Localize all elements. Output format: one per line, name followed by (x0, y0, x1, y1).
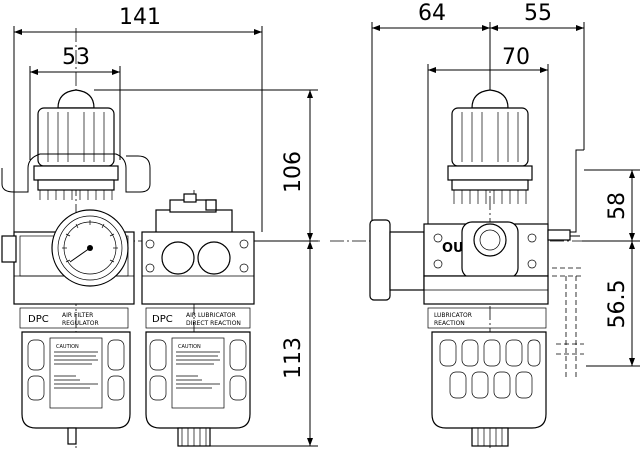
dim-55-text: 55 (524, 1, 552, 26)
filter-regulator-line2: REGULATOR (62, 320, 99, 327)
lubricator-line2: DIRECT REACTION (186, 320, 241, 327)
dim-113-text: 113 (281, 337, 306, 379)
gauge-needle (69, 247, 91, 263)
pressure-gauge (51, 209, 129, 287)
side-knob (447, 89, 533, 204)
arrow (112, 69, 120, 75)
lubricator-label: DPC AIR LUBRICATOR DIRECT REACTION (145, 307, 251, 329)
dim-70-text: 70 (502, 45, 530, 70)
knob-collar (33, 165, 119, 181)
lubricator-sight-left (161, 241, 195, 275)
dim-64-text: 64 (418, 1, 446, 26)
inlet-port (1, 235, 17, 263)
regulator-knob (33, 89, 119, 200)
side-lubricator-line1: LUBRICATOR (434, 312, 472, 319)
lubricator-bowl: CAUTION (145, 331, 251, 447)
dim-58-text: 58 (605, 192, 630, 220)
knob-cap (57, 89, 95, 109)
drain-valve (67, 427, 77, 445)
lubricator-line1: AIR LUBRICATOR (186, 312, 236, 319)
side-bracket (550, 149, 584, 233)
filter-bowl: CAUTION (21, 331, 131, 445)
mounting-bracket (1, 153, 151, 193)
lubricator-body (141, 231, 255, 305)
arrow (254, 29, 262, 35)
arrow (30, 69, 38, 75)
dim-141-text: 141 (119, 5, 161, 30)
front-view: 141 53 (1, 5, 320, 448)
arrow (14, 29, 22, 35)
hidden-lines (552, 267, 584, 380)
dim-53-text: 53 (62, 45, 90, 70)
side-label-plate (427, 307, 547, 329)
knob-body (37, 107, 115, 167)
dim-56-5-text: 56.5 (605, 280, 630, 329)
knob-ring (37, 179, 115, 191)
side-gauge (369, 219, 391, 301)
side-lubricator-line2: REACTION (434, 320, 465, 327)
side-bowl (431, 331, 547, 447)
lubricator-sight-right (197, 241, 231, 275)
caution-left: CAUTION (56, 344, 79, 350)
lubricator-cap (155, 209, 233, 235)
caution-right: CAUTION (178, 344, 201, 350)
filter-regulator-line1: AIR FILTER (62, 312, 93, 319)
filter-regulator-label: DPC AIR FILTER REGULATOR (19, 307, 129, 329)
lubricator-top (155, 193, 233, 235)
side-view: 64 55 70 OUT (330, 1, 640, 448)
brand-left: DPC (28, 314, 49, 325)
brand-right: DPC (152, 314, 173, 325)
dim-106-text: 106 (281, 151, 306, 193)
